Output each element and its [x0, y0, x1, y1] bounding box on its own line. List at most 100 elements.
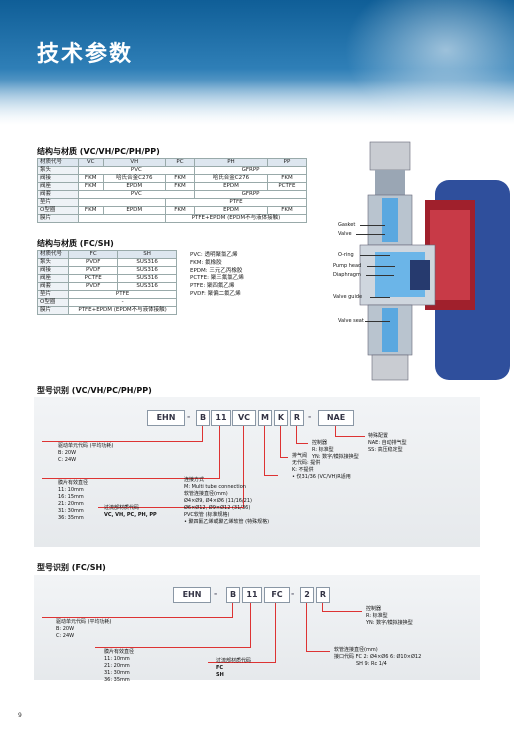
- connector: [335, 436, 365, 437]
- pump-label-valve: Valve: [338, 231, 352, 237]
- code-control: R: [290, 410, 304, 426]
- table-cell: PVC: [77, 166, 196, 175]
- table-cell: [77, 198, 166, 207]
- leader-line: [360, 255, 390, 256]
- pump-label-oring: O-ring: [338, 252, 354, 258]
- model1-material-note: 过流部材质代码 VC, VH, PC, PH, PP: [104, 505, 157, 519]
- table-cell: 垫片: [36, 290, 70, 299]
- material-notes: PVC: 透明聚氯乙烯 FKM: 氟橡胶 EPDM: 三元乙丙橡胶 PCTFE:…: [190, 252, 244, 299]
- table-row: O型圈-: [36, 298, 177, 307]
- connector: [280, 457, 288, 458]
- table-cell: EPDM: [102, 182, 166, 191]
- note-line: R: 标准型: [366, 613, 388, 619]
- table-cell: -: [68, 298, 177, 307]
- connector: [306, 603, 307, 652]
- note-title: 驱动单元代码 (平均功耗): [56, 619, 112, 625]
- note-line: EPDM: 三元乙丙橡胶: [190, 267, 243, 274]
- model1-drive-note: 驱动单元代码 (平均功耗) B: 20W C: 24W: [58, 443, 114, 464]
- pump-cross-section-image: [359, 141, 510, 381]
- model2-title: 型号识别 (FC/SH): [37, 563, 106, 572]
- pump-label-valve-guide: Valve guide: [333, 294, 363, 300]
- connector: [95, 647, 251, 648]
- table-cell: 阀座: [37, 182, 79, 191]
- table-cell: FKM: [164, 174, 196, 183]
- note-line: B: 20W: [56, 626, 75, 632]
- code-stroke: 11: [242, 587, 262, 603]
- table-cell: PVDF: [68, 282, 119, 291]
- table-cell: PTFE: [68, 290, 177, 299]
- table-cell: EPDM: [194, 182, 268, 191]
- note-line: 21: 20mm: [58, 501, 84, 507]
- dash: -: [187, 412, 191, 421]
- note-title: 过流部材质代码: [216, 658, 252, 664]
- model2-control-note: 控制器 R: 标准型 YN: 数字/模拟接换型: [366, 606, 413, 627]
- table-cell: FKM: [164, 182, 196, 191]
- table-cell: 哈氏合金C276: [102, 174, 166, 183]
- note-line: 软管连接直径(mm): [184, 491, 228, 497]
- table-cell: FKM: [266, 174, 308, 183]
- table-cell: SUS316: [117, 258, 177, 267]
- leader-line: [365, 321, 390, 322]
- note-line: C: 24W: [56, 633, 75, 639]
- table-header-cell: VH: [102, 158, 166, 167]
- connector: [306, 651, 330, 652]
- table-cell: EPDM: [102, 206, 166, 215]
- model1-panel: [34, 397, 480, 547]
- note-line: • 仅31/36 (VC/VH)R适用: [292, 474, 351, 480]
- connector: [243, 426, 244, 508]
- note-line: 36: 35mm: [58, 515, 84, 521]
- note-line: PTFE: 聚四氟乙烯: [190, 283, 235, 290]
- note-line: PCTFE: 聚三氟氯乙烯: [190, 275, 244, 282]
- note-line: M: Multi tube connection: [184, 484, 246, 490]
- table-cell: PVDF: [68, 266, 119, 275]
- table-cell: FKM: [77, 206, 104, 215]
- connector: [296, 426, 297, 444]
- table-header-cell: PH: [194, 158, 268, 167]
- note-line: SS: 高压稳定型: [368, 447, 403, 453]
- note-line: 31: 30mm: [58, 508, 84, 514]
- connector: [280, 426, 281, 458]
- table-cell: O型圈: [36, 298, 70, 307]
- table-header-cell: FC: [68, 250, 119, 259]
- note-line: B: 20W: [58, 450, 77, 456]
- code-series: EHN: [173, 587, 211, 603]
- note-line: Ø4×Ø9, Ø4×Ø6 (11/16/21): [184, 498, 252, 504]
- leader-line: [360, 225, 385, 226]
- connector: [335, 426, 336, 437]
- note-line: SH 9: Rc 1/4: [356, 661, 387, 667]
- pump-label-valve-seat: Valve seat: [338, 318, 364, 324]
- table-header-cell: SH: [117, 250, 177, 259]
- table-cell: 膜片: [37, 214, 79, 223]
- note-title: 膜片有效直径: [58, 480, 89, 486]
- table-cell: EPDM: [194, 206, 268, 215]
- table-cell: PCTFE: [68, 274, 119, 283]
- table-cell: PCTFE: [266, 182, 308, 191]
- table-cell: 阀套: [36, 282, 70, 291]
- table-cell: 泵头: [36, 258, 70, 267]
- model2-stroke-note: 膜片有效直径 11: 10mm 21: 20mm 31: 30mm 36: 35…: [104, 649, 134, 684]
- note-line: FKM: 氟橡胶: [190, 259, 222, 266]
- table1-title: 结构与材质 (VC/VH/PC/PH/PP): [37, 147, 160, 156]
- connector: [208, 662, 276, 663]
- table-cell: PVC: [77, 190, 196, 199]
- pump-label-gasket: Gasket: [338, 222, 356, 228]
- table-header-cell: 材质代号: [37, 158, 79, 167]
- model1-special-note: 特殊配置 NAE: 自动排气型 SS: 高压稳定型: [368, 433, 407, 454]
- table-cell: 阀座: [36, 274, 70, 283]
- connector: [42, 617, 233, 618]
- table2-title: 结构与材质 (FC/SH): [37, 239, 114, 248]
- note-line: PVDF: 聚偏二氟乙烯: [190, 290, 241, 297]
- table-cell: PTFE+EPDM (EPDM不与液体接触): [164, 214, 308, 223]
- page-title: 技术参数: [37, 41, 134, 67]
- note-line: YN: 数字/模拟接换型: [366, 620, 413, 626]
